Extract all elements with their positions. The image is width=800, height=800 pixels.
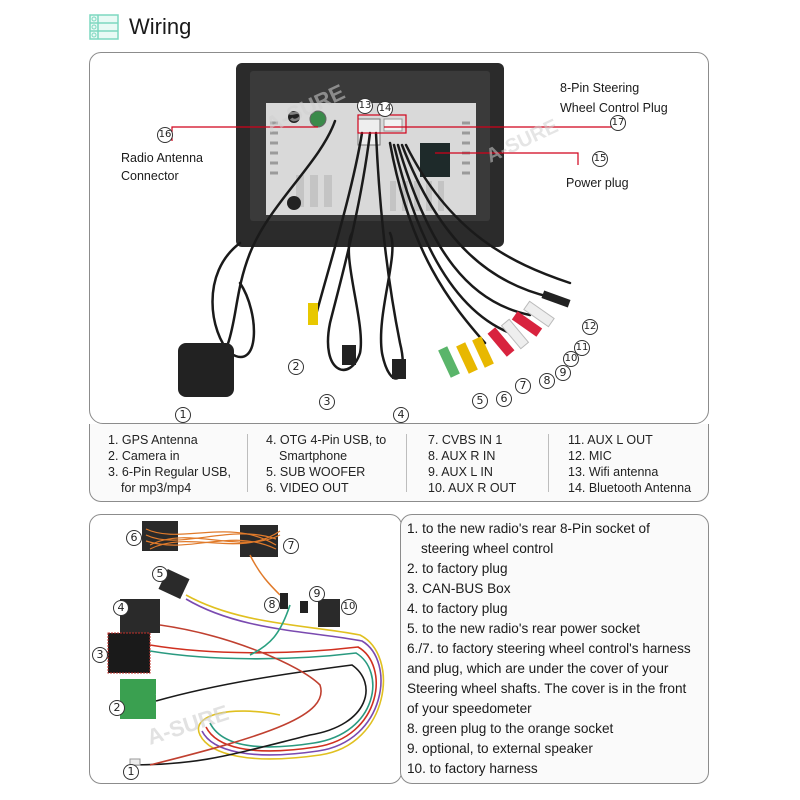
legend-column-4: 11. AUX L OUT 12. MIC 13. Wifi antenna 1…: [568, 432, 691, 496]
power-plug-callout-line: [435, 152, 579, 165]
legend-item: 13. Wifi antenna: [568, 465, 659, 479]
harness-number-8: 8: [264, 597, 280, 613]
legend-item: 6. VIDEO OUT: [266, 481, 349, 495]
instruction-line: Steering wheel shafts. The cover is in t…: [407, 681, 687, 696]
instruction-line: 9. optional, to external speaker: [407, 741, 593, 756]
instructions-list: 1. to the new radio's rear 8-Pin socket …: [407, 519, 691, 779]
harness-number-10: 10: [341, 599, 357, 615]
cable-number-11: 11: [574, 340, 590, 356]
connector-8: [280, 593, 288, 609]
legend-item: 2. Camera in: [108, 449, 180, 463]
gps-cable: [208, 119, 337, 375]
instruction-line: 3. CAN-BUS Box: [407, 581, 511, 596]
instruction-line: of your speedometer: [407, 701, 532, 716]
instruction-line: 10. to factory harness: [407, 761, 538, 776]
section-header: Wiring: [89, 10, 191, 44]
instruction-line: 6./7. to factory steering wheel control'…: [407, 641, 691, 656]
legend-item: 11. AUX L OUT: [568, 433, 653, 447]
rca-plugs: [438, 290, 571, 378]
cable-number-8: 8: [539, 373, 555, 389]
camera-cable: [314, 131, 364, 317]
legend-item: 1. GPS Antenna: [108, 433, 198, 447]
harness-diagram: A-SURE 6 7 5 4 3 2 1 8 9 10: [89, 514, 402, 784]
harness-instructions: 1. to the new radio's rear 8-Pin socket …: [400, 514, 709, 784]
cable-number-1: 1: [175, 407, 191, 423]
instruction-line: steering wheel control: [421, 541, 554, 556]
cable-number-6: 6: [496, 391, 512, 407]
callout-number-16: 16: [157, 127, 173, 143]
callout-number-14: 14: [377, 101, 393, 117]
cable-number-3: 3: [319, 394, 335, 410]
harness-illustration: A-SURE: [107, 521, 385, 766]
harness-number-1: 1: [123, 764, 139, 780]
cable-number-5: 5: [472, 393, 488, 409]
cable-number-10: 10: [563, 351, 579, 367]
legend-item: 5. SUB WOOFER: [266, 465, 366, 479]
steering-plug-label: 8-Pin Steering Wheel Control Plug: [560, 81, 668, 115]
cable-number-2: 2: [288, 359, 304, 375]
legend-column-1: 1. GPS Antenna 2. Camera in 3. 6-Pin Reg…: [108, 432, 231, 496]
radio-illustration: A-SURE A-SURE: [171, 63, 615, 397]
watermark: A-SURE: [144, 700, 232, 750]
callout-number-17: 17: [610, 115, 626, 131]
cable-number-4: 4: [393, 407, 409, 423]
legend-item: 7. CVBS IN 1: [428, 433, 503, 447]
connector-2: [120, 679, 156, 719]
instruction-line: 2. to factory plug: [407, 561, 508, 576]
cable-legend: 1. GPS Antenna 2. Camera in 3. 6-Pin Reg…: [89, 424, 709, 502]
gps-antenna: [178, 343, 234, 397]
instruction-line: and plug, which are under the cover of y…: [407, 661, 669, 676]
legend-item: 12. MIC: [568, 449, 612, 463]
harness-number-3: 3: [92, 647, 108, 663]
harness-number-9: 9: [309, 586, 325, 602]
legend-item: 8. AUX R IN: [428, 449, 496, 463]
legend-column-3: 7. CVBS IN 1 8. AUX R IN 9. AUX L IN 10.…: [428, 432, 516, 496]
harness-number-2: 2: [109, 700, 125, 716]
connector-9: [300, 601, 308, 613]
legend-item: 10. AUX R OUT: [428, 481, 517, 495]
power-socket: [420, 143, 450, 177]
connector-10: [318, 599, 340, 627]
list-icon: [89, 14, 119, 40]
cable-number-9: 9: [555, 365, 571, 381]
canbus-box: [107, 632, 151, 674]
divider: [548, 434, 549, 492]
legend-item: 3. 6-Pin Regular USB,: [108, 465, 231, 479]
harness-number-4: 4: [113, 600, 129, 616]
divider: [247, 434, 248, 492]
cable-number-7: 7: [515, 378, 531, 394]
instruction-line: 1. to the new radio's rear 8-Pin socket …: [407, 521, 650, 536]
legend-item: 14. Bluetooth Antenna: [568, 481, 692, 495]
usb-otg: [392, 359, 406, 379]
legend-item: Smartphone: [279, 449, 348, 463]
instruction-line: 8. green plug to the orange socket: [407, 721, 614, 736]
cable-number-12: 12: [582, 319, 598, 335]
legend-item: 4. OTG 4-Pin USB, to: [266, 433, 387, 447]
power-plug-label: Power plug: [566, 176, 629, 190]
radio-antenna-label: Radio Antenna Connector: [121, 151, 204, 183]
legend-column-2: 4. OTG 4-Pin USB, to Smartphone 5. SUB W…: [266, 432, 386, 496]
radio-rear-diagram: A-SURE A-SURE 16 Radio Antenna Connector…: [89, 52, 709, 424]
harness-number-6: 6: [126, 530, 142, 546]
camera-rca: [308, 303, 318, 325]
callout-number-15: 15: [592, 151, 608, 167]
page-title: Wiring: [129, 14, 192, 39]
usb-6pin: [342, 345, 356, 365]
harness-number-5: 5: [152, 566, 168, 582]
harness-number-7: 7: [283, 538, 299, 554]
instruction-line: 4. to factory plug: [407, 601, 508, 616]
legend-item: for mp3/mp4: [121, 481, 192, 495]
instruction-line: 5. to the new radio's rear power socket: [407, 621, 641, 636]
callout-number-13: 13: [357, 98, 373, 114]
divider: [406, 434, 407, 492]
legend-item: 9. AUX L IN: [428, 465, 493, 479]
